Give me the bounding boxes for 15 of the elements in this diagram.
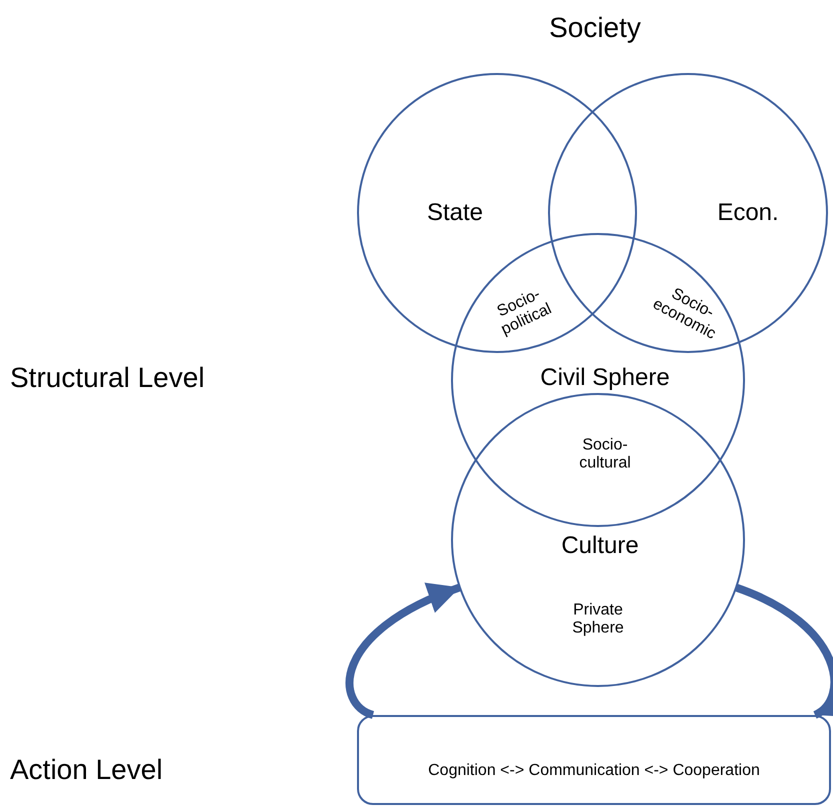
level-label: Structural Level bbox=[10, 362, 205, 394]
diagram-title: Society bbox=[549, 12, 641, 44]
circle-label: Culture bbox=[561, 532, 639, 560]
overlap-label: Socio-cultural bbox=[578, 436, 632, 474]
venn-circle bbox=[451, 393, 745, 687]
box-text: Cognition <-> Communication <-> Cooperation bbox=[428, 762, 760, 780]
action-box bbox=[357, 715, 831, 805]
venn-circle bbox=[451, 233, 745, 527]
curved-arrow bbox=[734, 584, 833, 718]
circle-label: Econ. bbox=[717, 199, 779, 227]
circle-label: Civil Sphere bbox=[540, 364, 670, 392]
circle-note: Private Sphere bbox=[571, 602, 625, 638]
venn-circle bbox=[357, 73, 637, 353]
circle-label: State bbox=[426, 199, 484, 227]
level-label: Action Level bbox=[10, 754, 163, 786]
